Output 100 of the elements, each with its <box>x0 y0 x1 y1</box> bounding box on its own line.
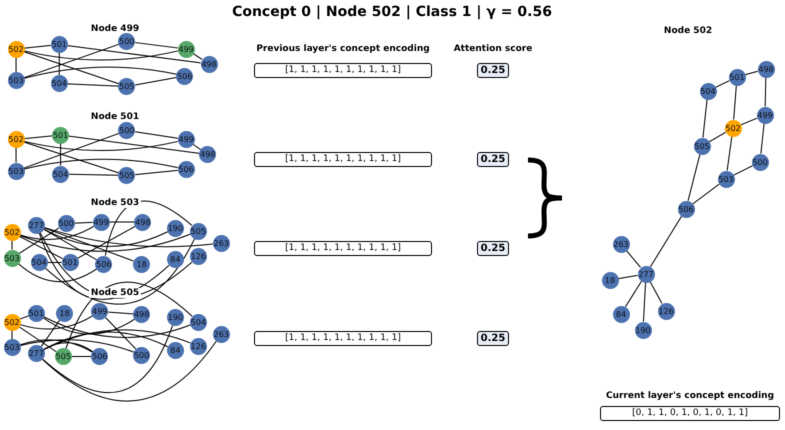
edge-line <box>42 317 136 335</box>
graph-node: 506 <box>176 68 194 84</box>
edge-line <box>18 263 98 282</box>
edge-line <box>18 326 57 352</box>
score-box: 0.25 <box>477 152 509 166</box>
edge-line <box>44 227 214 248</box>
panel-title: Node 503 <box>88 198 142 208</box>
edge-line <box>67 45 202 64</box>
graph-node: 503 <box>8 72 25 89</box>
graph-node: 126 <box>658 302 674 320</box>
graph-node: 500 <box>118 33 136 50</box>
graph-node: 503 <box>8 162 25 180</box>
graph-node: 506 <box>91 348 108 365</box>
edge-line <box>134 42 178 48</box>
graph-node: 506 <box>178 161 195 178</box>
graph-node: 190 <box>166 309 184 326</box>
edge-line <box>134 170 178 176</box>
graph-node: 501 <box>28 304 45 322</box>
graph-node: 190 <box>166 220 184 236</box>
graph-node: 498 <box>134 214 152 230</box>
column-header: Previous layer's concept encoding <box>254 44 432 54</box>
graph-node: 18 <box>56 304 74 322</box>
edge-line <box>43 332 168 350</box>
edge-line <box>688 154 700 202</box>
graph-node: 126 <box>190 248 207 265</box>
edge-line <box>60 143 62 166</box>
edge-line <box>650 280 662 304</box>
edge-line <box>71 356 92 357</box>
panel-title: Node 505 <box>88 288 142 298</box>
graph-node: 499 <box>178 131 195 148</box>
edge-line <box>20 315 93 330</box>
graph-node: 503 <box>718 170 734 188</box>
graph-node: 263 <box>212 326 230 342</box>
edge-line <box>16 57 17 72</box>
graph-node: 501 <box>62 254 79 271</box>
edge-line <box>74 222 94 224</box>
score-box: 0.25 <box>477 330 509 346</box>
edge-line <box>20 226 94 240</box>
edge-line <box>642 282 646 322</box>
graph-node: 499 <box>756 106 774 124</box>
edge-line <box>733 165 753 176</box>
graph-node: 504 <box>50 75 68 92</box>
graph-node: 504 <box>30 254 48 271</box>
graph-node: 84 <box>166 342 184 359</box>
graph-node: 499 <box>92 214 110 230</box>
edge-line <box>43 329 191 350</box>
graph-node: 498 <box>758 60 774 78</box>
edge-line <box>105 317 136 350</box>
graph-node: 277 <box>28 345 45 362</box>
graph-node: 504 <box>190 314 207 330</box>
edge-line <box>40 319 60 348</box>
edge-line <box>108 312 134 314</box>
graph-node: 505 <box>190 222 207 240</box>
encoding-box: [1, 1, 1, 1, 1, 1, 1, 1, 1, 1] <box>254 152 432 166</box>
edge-line <box>19 315 29 320</box>
column-header: Attention score <box>452 44 534 54</box>
graph-node: 505 <box>54 348 72 365</box>
score-box: 0.25 <box>477 240 509 256</box>
edge-line <box>43 228 97 260</box>
encoding-box: [1, 1, 1, 1, 1, 1, 1, 1, 1, 1] <box>254 62 432 78</box>
edge-line <box>68 136 200 154</box>
graph-node: 500 <box>133 346 150 364</box>
graph-node: 505 <box>118 167 136 184</box>
edge-line <box>43 342 94 352</box>
edge-line <box>715 80 730 88</box>
graph-node: 499 <box>91 303 108 320</box>
edge-line <box>24 132 120 169</box>
edge-line <box>744 70 758 76</box>
graph-node: 84 <box>166 251 184 268</box>
graph-node: 263 <box>212 234 230 252</box>
edge-line <box>625 280 642 308</box>
edge-line <box>24 44 120 78</box>
edge-line <box>24 51 120 84</box>
edge-line <box>40 232 192 299</box>
edge-line <box>708 132 726 142</box>
edge-line <box>726 136 732 172</box>
encoding-box: [1, 1, 1, 1, 1, 1, 1, 1, 1, 1] <box>254 330 432 346</box>
edge-line <box>24 142 120 174</box>
edge-line <box>134 131 178 139</box>
edge-line <box>19 234 191 252</box>
edge-line <box>104 200 192 256</box>
edge-line <box>134 77 177 86</box>
graph-node: 501 <box>52 126 70 144</box>
edge-line <box>618 274 638 280</box>
edge-line <box>24 135 53 140</box>
graph-node: 263 <box>612 236 630 252</box>
edge-line <box>626 250 642 268</box>
panel-title: Node 502 <box>662 26 714 36</box>
graph-node: 502 <box>8 40 25 58</box>
graph-node: 502 <box>8 131 25 148</box>
edge-line <box>19 236 63 260</box>
edge-line <box>43 228 168 247</box>
edge-line <box>44 238 196 305</box>
edge-line <box>44 227 134 262</box>
edge-line <box>42 340 217 402</box>
edge-line <box>692 184 720 204</box>
edge-line <box>42 325 174 394</box>
graph-node: 501 <box>728 68 746 86</box>
edge-line <box>18 228 60 254</box>
encoding-box: [0, 1, 1, 0, 1, 0, 1, 0, 1, 1] <box>600 406 780 420</box>
